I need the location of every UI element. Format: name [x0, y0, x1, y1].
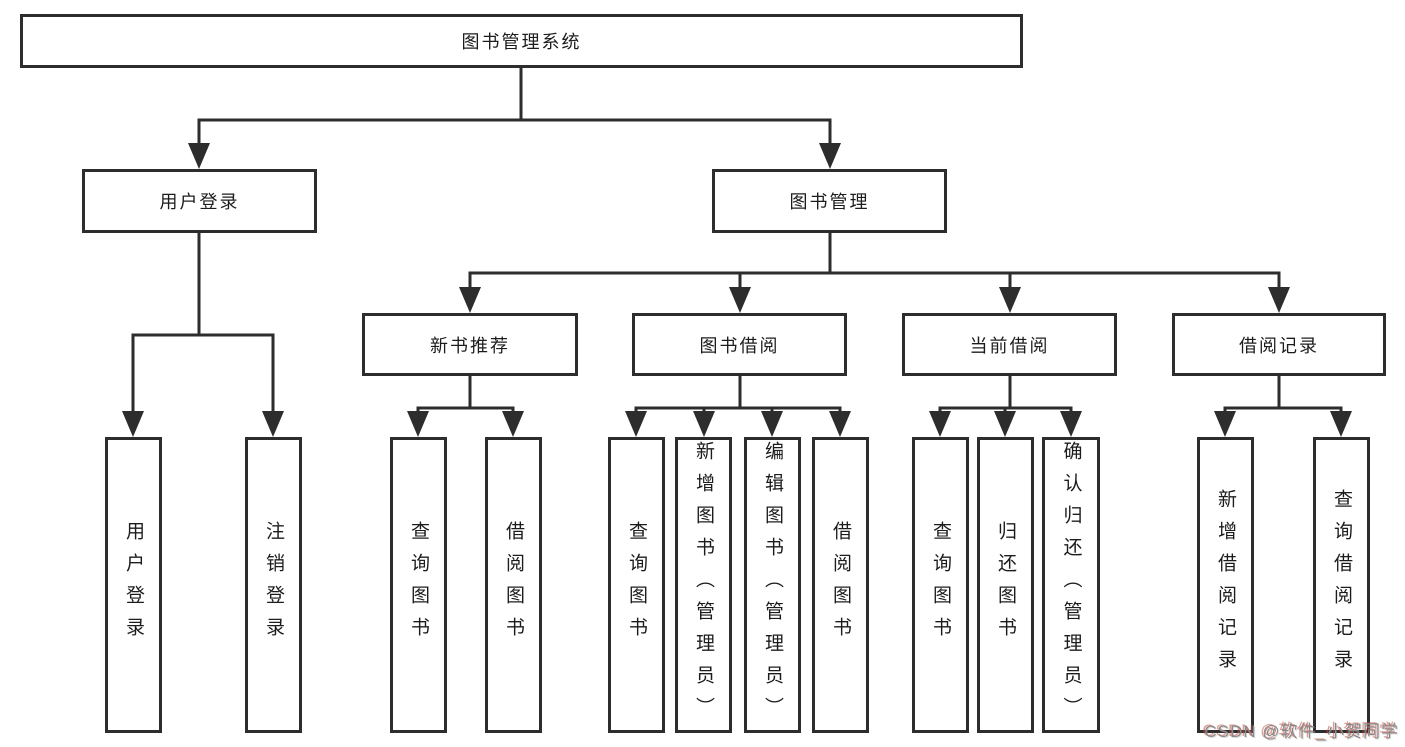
leaf-query-borrow-record: 查询借阅记录	[1313, 437, 1370, 733]
node-current-borrow: 当前借阅	[902, 313, 1117, 376]
leaf-query-book-borrow: 查询图书	[608, 437, 665, 733]
node-book-borrow: 图书借阅	[632, 313, 847, 376]
node-root: 图书管理系统	[20, 14, 1023, 68]
leaf-borrow-book-recommend: 借阅图书	[485, 437, 542, 733]
leaf-borrow-book: 借阅图书	[812, 437, 869, 733]
watermark: CSDN @软件_小贺同学	[1204, 722, 1399, 741]
leaf-confirm-return-admin: 确认归还（管理员）	[1042, 437, 1100, 733]
leaf-add-book-admin: 新增图书（管理员）	[675, 437, 732, 733]
node-borrow-record: 借阅记录	[1172, 313, 1386, 376]
leaf-add-borrow-record: 新增借阅记录	[1197, 437, 1254, 733]
leaf-return-book: 归还图书	[977, 437, 1034, 733]
leaf-query-book-recommend: 查询图书	[390, 437, 447, 733]
leaf-user-login: 用户登录	[105, 437, 162, 733]
node-book-management: 图书管理	[712, 169, 947, 233]
leaf-query-book-current: 查询图书	[912, 437, 969, 733]
node-new-book-recommend: 新书推荐	[362, 313, 578, 376]
leaf-logout: 注销登录	[245, 437, 302, 733]
node-user-login: 用户登录	[82, 169, 317, 233]
leaf-edit-book-admin: 编辑图书（管理员）	[744, 437, 801, 733]
